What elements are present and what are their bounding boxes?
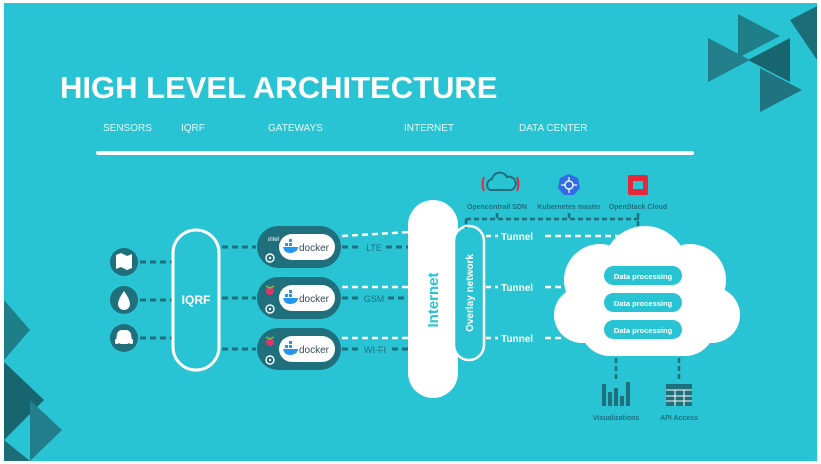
cloud-icon [481, 171, 520, 192]
table-icon [666, 384, 692, 406]
tunnel-label-3: Tunnel [501, 334, 533, 345]
internet-label: Internet [425, 272, 442, 327]
tunnel-label-1: Tunnel [501, 232, 533, 243]
decorative-triangles-top-right [708, 6, 817, 112]
gateway-1: intel docker [257, 226, 341, 268]
service-opencontrail: Opencontrail SDN [467, 171, 527, 211]
drop-icon [118, 291, 130, 310]
page-title: HIGH LEVEL ARCHITECTURE [60, 70, 497, 105]
docker-whale-icon [283, 239, 298, 253]
iqrf-gateway-links [222, 245, 256, 351]
service-label: OpenStack Cloud [609, 204, 667, 211]
iqrf-node: IQRF [171, 228, 221, 372]
docker-whale-icon [283, 290, 298, 304]
section-internet: INTERNET [404, 123, 454, 134]
sensor-drop [110, 286, 138, 314]
data-processing-3: Data processing [614, 326, 673, 335]
link-label-gsm: GSM [364, 294, 385, 304]
docker-label: docker [299, 243, 330, 254]
link-label-lte: LTE [366, 243, 382, 253]
output-links [614, 358, 681, 380]
section-iqrf: IQRF [181, 123, 205, 134]
sensor-map [110, 248, 138, 276]
gateway-internet-links: LTE GSM WI-FI [341, 230, 411, 355]
section-sensors: SENSORS [103, 123, 152, 134]
data-processing-stack: Data processing Data processing Data pro… [604, 266, 682, 339]
output-label: Visualizations [593, 415, 640, 422]
docker-whale-icon [283, 341, 298, 355]
kubernetes-small-icon [265, 253, 275, 263]
tunnel-label-2: Tunnel [501, 283, 533, 294]
service-kubernetes: Kubernetes master [537, 174, 601, 211]
openstack-icon [628, 175, 648, 195]
bar-chart-icon [602, 382, 630, 406]
output-api-access: API Access [660, 384, 698, 422]
section-gateways: GATEWAYS [268, 123, 323, 134]
raspberry-pi-icon [265, 285, 275, 295]
gateway-2: docker [257, 277, 341, 319]
sensor-car [110, 324, 138, 352]
service-label: Opencontrail SDN [467, 204, 527, 211]
overlay-network-node: Overlay network [452, 224, 486, 362]
output-visualizations: Visualizations [593, 382, 640, 422]
output-label: API Access [660, 415, 698, 422]
docker-label: docker [299, 345, 330, 356]
gateway-3: docker [257, 328, 341, 370]
tunnel-links: Tunnel Tunnel Tunnel [486, 232, 625, 345]
intel-logo: intel [268, 237, 280, 243]
kubernetes-icon [558, 174, 580, 195]
link-label-wifi: WI-FI [364, 345, 386, 355]
iqrf-label: IQRF [182, 293, 211, 307]
car-icon [115, 330, 133, 347]
kubernetes-small-icon [265, 355, 275, 365]
service-openstack: OpenStack Cloud [609, 175, 667, 211]
sensor-links [140, 260, 172, 340]
docker-label: docker [299, 294, 330, 305]
overlay-network-label: Overlay network [465, 254, 476, 332]
kubernetes-small-icon [265, 304, 275, 314]
data-processing-2: Data processing [614, 299, 673, 308]
map-icon [116, 253, 132, 270]
decorative-triangles-bottom-left [4, 300, 62, 461]
internet-node: Internet [408, 200, 458, 398]
section-data-center: DATA CENTER [519, 123, 588, 134]
raspberry-pi-icon [265, 336, 275, 346]
service-label: Kubernetes master [537, 204, 601, 211]
header-divider [96, 151, 694, 155]
data-processing-1: Data processing [614, 272, 673, 281]
